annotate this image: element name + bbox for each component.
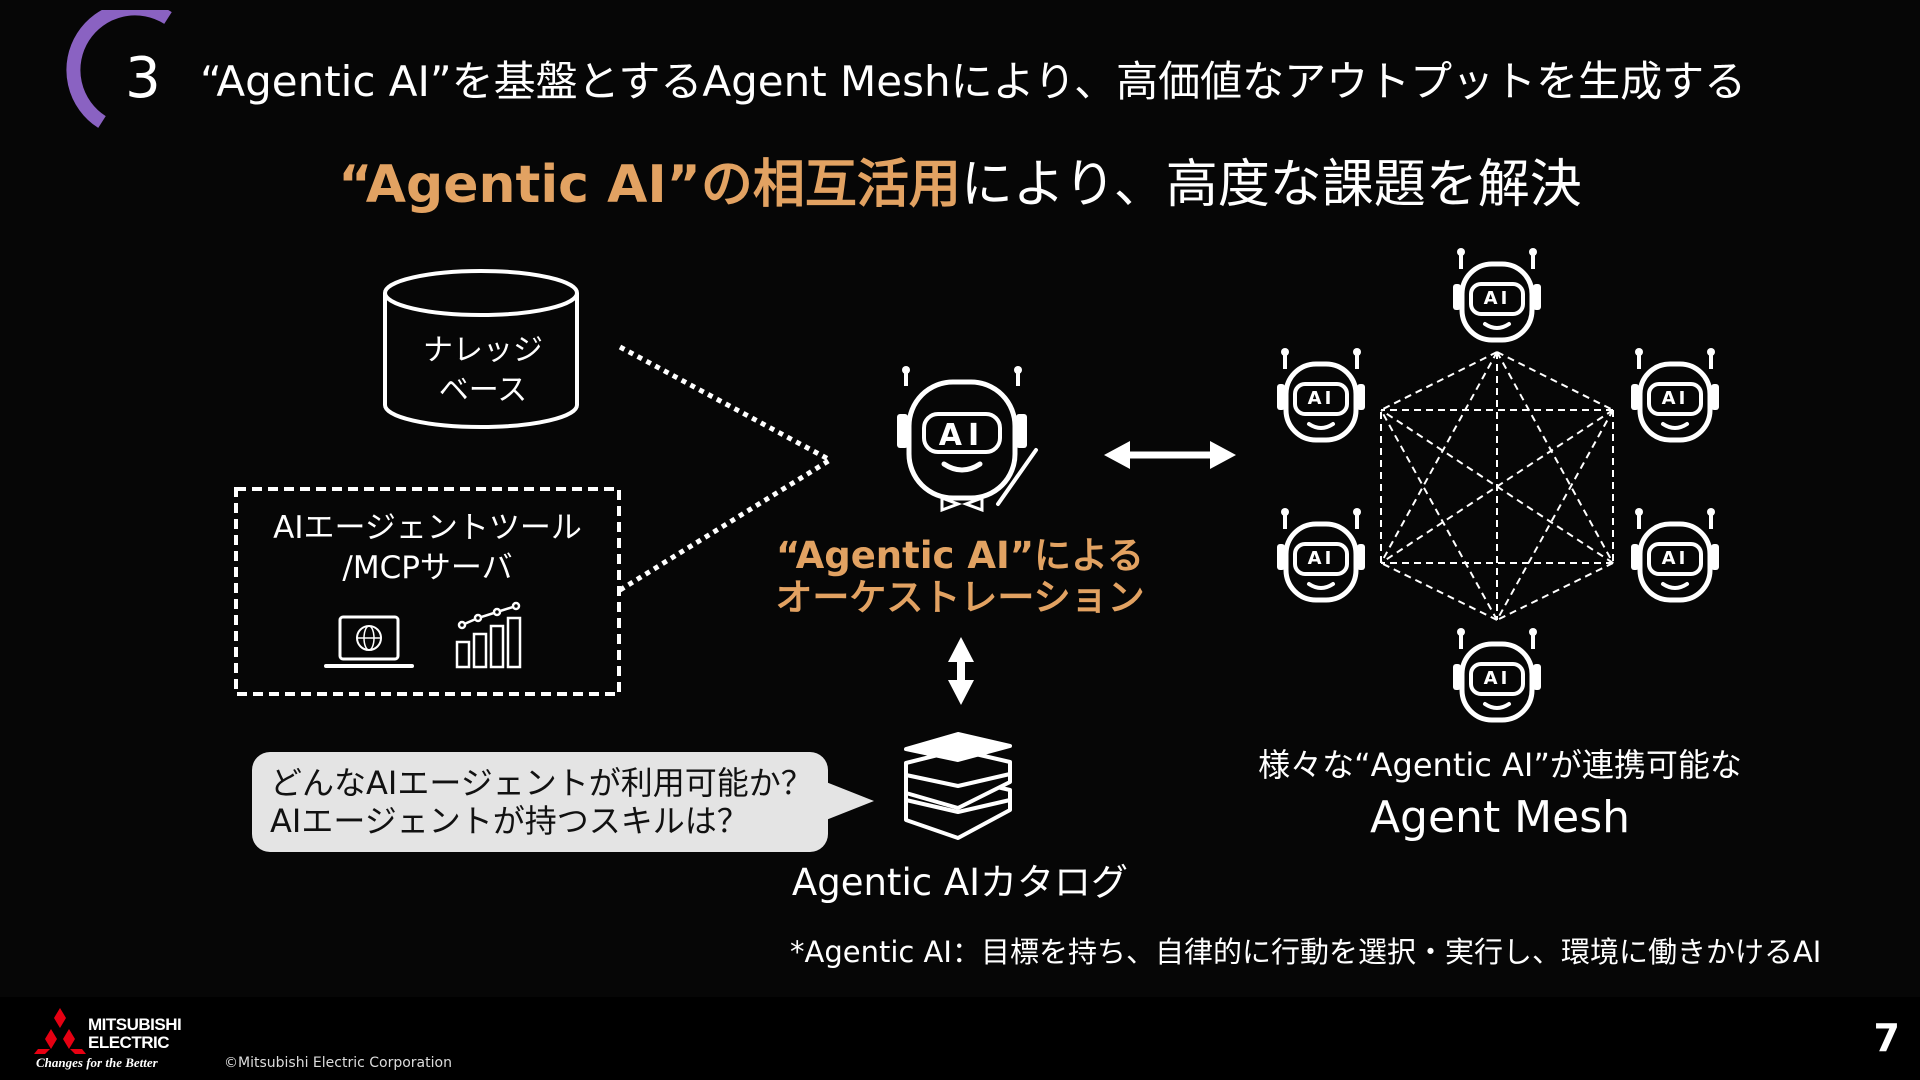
footnote: *Agentic AI：目標を持ち、自律的に行動を選択・実行し、環境に働きかける… xyxy=(790,935,1822,969)
logo-tagline: Changes for the Better xyxy=(36,1055,158,1070)
section-number: 3 xyxy=(125,46,161,111)
mesh-robot-label: AI xyxy=(1484,668,1511,689)
tools-label: AIエージェントツール xyxy=(273,510,582,546)
page-number: 7 xyxy=(1873,1016,1900,1060)
orchestration-label: オーケストレーション xyxy=(775,576,1145,619)
page-title: “Agentic AI”を基盤とするAgent Meshにより、高価値なアウトプ… xyxy=(200,57,1747,106)
vertical-double-arrow-icon xyxy=(948,637,974,705)
orchestration-label: “Agentic AI”による xyxy=(776,534,1144,577)
logo-text: ELECTRIC xyxy=(88,1033,170,1052)
copyright: ©Mitsubishi Electric Corporation xyxy=(224,1055,452,1071)
tools-label: /MCPサーバ xyxy=(342,550,513,586)
bidirectional-arrow-icon xyxy=(1104,441,1236,469)
three-diamonds-logo-icon xyxy=(34,1008,86,1054)
architecture-diagram: AI AI AI AI AI AI AI xyxy=(234,0,1920,840)
footer-bar xyxy=(0,997,1920,1080)
subtitle-highlight: “Agentic AI”の相互活用 xyxy=(338,155,961,215)
tools-box xyxy=(234,487,621,696)
logo-text: MITSUBISHI xyxy=(88,1015,182,1034)
slide-subtitle: “Agentic AI”の相互活用により、高度な課題を解決 xyxy=(0,150,1920,220)
mesh-robot-label: AI xyxy=(1484,288,1511,309)
bar-chart-icon xyxy=(455,601,522,669)
orchestrator-robot-icon xyxy=(897,366,1038,513)
mesh-name: Agent Mesh xyxy=(1369,792,1631,843)
bubble-text: AIエージェントが持つスキルは？ xyxy=(270,802,749,840)
catalog-label: Agentic AIカタログ xyxy=(791,861,1129,904)
mesh-robot-label: AI xyxy=(1308,548,1335,569)
mesh-robot-label: AI xyxy=(1662,548,1689,569)
bubble-text: どんなAIエージェントが利用可能か？ xyxy=(270,764,813,802)
dotted-connector xyxy=(618,344,832,593)
knowledge-base-label: ベース xyxy=(438,373,528,408)
knowledge-base-label: ナレッジ xyxy=(423,333,543,368)
orchestrator-robot-label: AI xyxy=(939,418,985,453)
book-stack-icon xyxy=(904,732,1012,840)
laptop-globe-icon xyxy=(324,615,414,668)
agent-mesh-network xyxy=(1380,351,1614,621)
section-arc-icon xyxy=(66,10,172,128)
mesh-caption: 様々な“Agentic AI”が連携可能な xyxy=(1258,746,1742,784)
subtitle-rest: により、高度な課題を解決 xyxy=(960,155,1582,215)
mesh-robot-label: AI xyxy=(1662,388,1689,409)
question-bubble xyxy=(252,752,828,852)
mesh-robot-label: AI xyxy=(1308,388,1335,409)
database-icon xyxy=(383,269,579,429)
